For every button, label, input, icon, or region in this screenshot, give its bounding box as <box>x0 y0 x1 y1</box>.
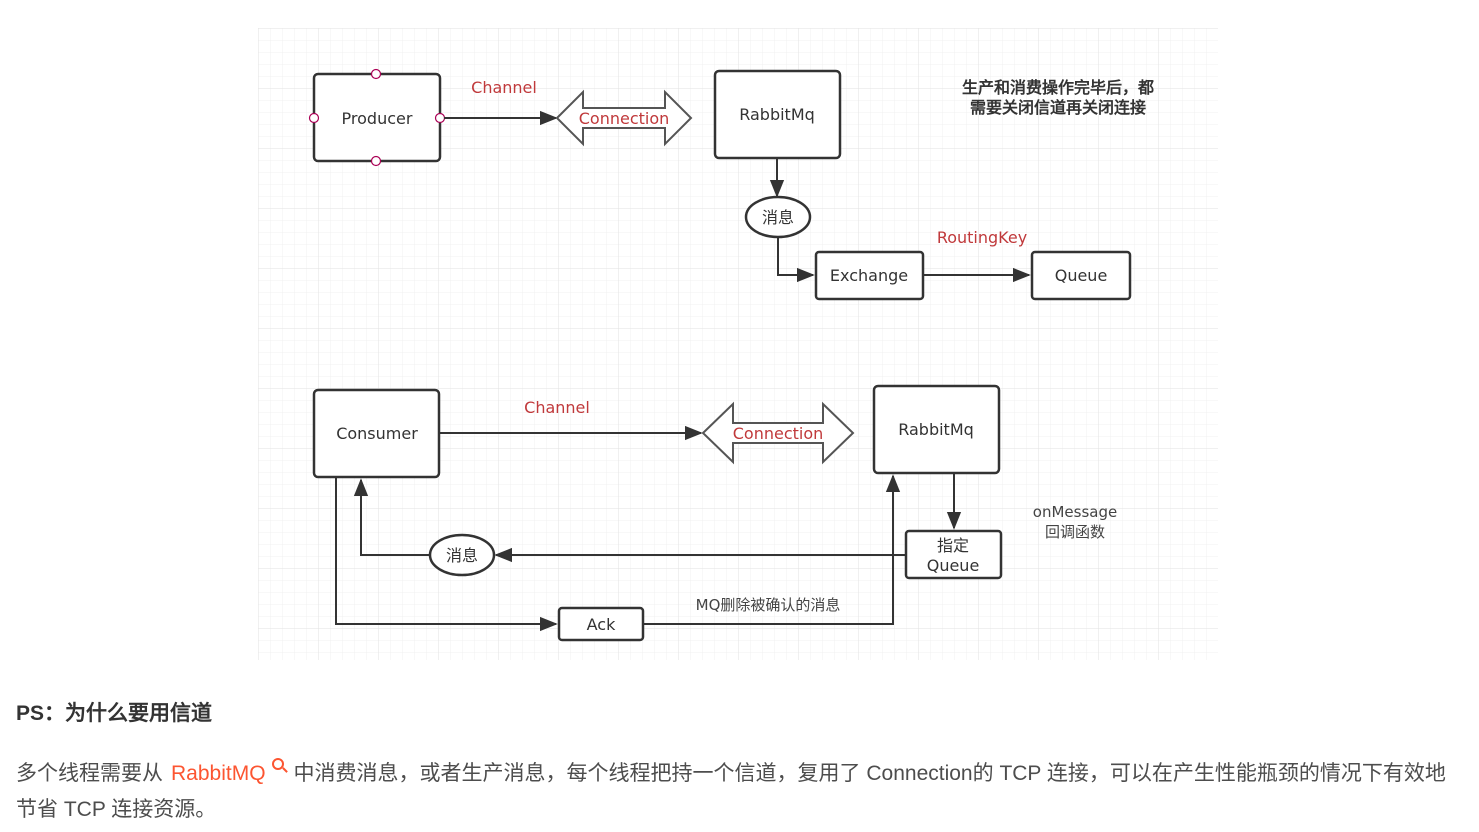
search-icon[interactable] <box>271 758 284 770</box>
paragraph-text-before: 多个线程需要从 <box>16 762 163 785</box>
producer-rabbitmq-node: RabbitMq <box>713 69 842 160</box>
ack-label: Ack <box>587 615 616 634</box>
message-to-consumer-arrow <box>353 478 430 556</box>
close-note-line1: 生产和消费操作完毕后，都 <box>962 78 1154 97</box>
consumer-channel-label: Channel <box>524 398 590 417</box>
message-to-exchange-arrow <box>777 237 815 283</box>
connection-point <box>434 112 446 124</box>
ack-note: MQ删除被确认的消息 <box>696 596 841 614</box>
producer-label: Producer <box>342 109 413 128</box>
exchange-node: Exchange <box>814 250 925 301</box>
callback-note-line2: 回调函数 <box>1045 523 1105 541</box>
rabbitmq-channel-diagram: Producer Channel Connection RabbitMq 消息 … <box>258 28 1218 660</box>
consumer-rabbitmq-label: RabbitMq <box>898 420 974 439</box>
exchange-label: Exchange <box>830 266 908 285</box>
consumer-message-node: 消息 <box>428 533 496 577</box>
producer-channel-label: Channel <box>471 78 537 97</box>
consumer-label: Consumer <box>336 424 418 443</box>
close-note-line2: 需要关闭信道再关闭连接 <box>970 98 1146 117</box>
producer-node: Producer <box>308 68 446 167</box>
consumer-connection-double-arrow: Connection <box>701 401 855 465</box>
routing-key-label: RoutingKey <box>937 228 1027 247</box>
connection-point <box>308 112 320 124</box>
consumer-rabbitmq-node: RabbitMq <box>872 384 1001 475</box>
producer-rabbitmq-label: RabbitMq <box>739 105 815 124</box>
producer-message-node: 消息 <box>744 195 812 239</box>
producer-connection-double-arrow: Connection <box>555 89 693 147</box>
rabbitmq-keyword-link[interactable]: RabbitMQ <box>171 762 266 785</box>
queue-node: Queue <box>1030 250 1132 301</box>
connection-point <box>370 155 382 167</box>
ack-to-rabbitmq-arrow <box>643 474 901 625</box>
paragraph-text-after: 中消费消息，或者生产消息，每个线程把持一个信道，复用了 Connection的 … <box>16 762 1446 821</box>
consumer-message-label: 消息 <box>446 546 478 565</box>
consumer-connection-label: Connection <box>733 424 824 443</box>
specified-queue-label-line2: Queue <box>927 556 980 575</box>
queue-label: Queue <box>1055 266 1108 285</box>
consumer-node: Consumer <box>312 388 441 479</box>
specified-queue-label-line1: 指定 <box>937 536 969 555</box>
connection-point <box>370 68 382 80</box>
producer-message-label: 消息 <box>762 208 794 227</box>
consumer-to-ack-arrow <box>335 477 558 632</box>
producer-connection-label: Connection <box>579 109 670 128</box>
ack-node: Ack <box>557 606 645 642</box>
section-heading: PS：为什么要用信道 <box>16 702 213 725</box>
callback-note-line1: onMessage <box>1033 503 1117 521</box>
specified-queue-node: 指定 Queue <box>904 529 1003 580</box>
